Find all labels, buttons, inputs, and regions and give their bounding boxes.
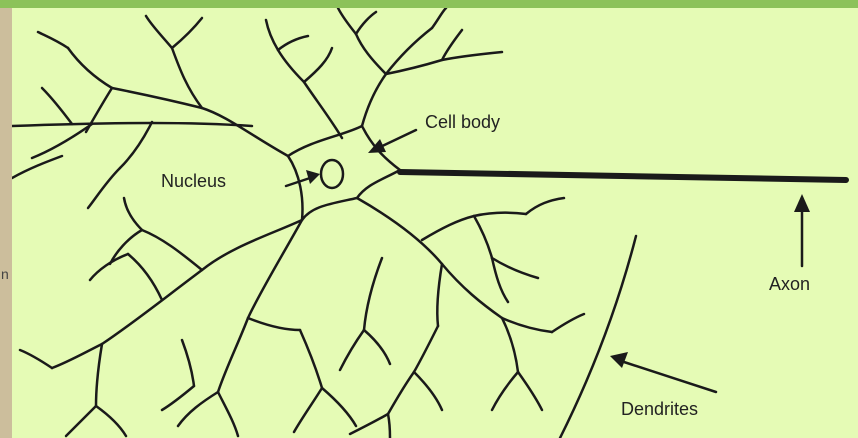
label-dendrites: Dendrites (621, 399, 698, 420)
left-side-panel: n (0, 8, 12, 438)
label-nucleus: Nucleus (161, 171, 226, 192)
nucleus-arrowhead (306, 170, 320, 184)
axon-line (400, 172, 846, 180)
label-arrows (286, 130, 810, 392)
neuron-diagram: Cell body Nucleus Axon Dendrites (12, 8, 858, 438)
dendrites-arrow (624, 362, 716, 392)
side-panel-text: n (1, 266, 12, 282)
label-axon: Axon (769, 274, 810, 295)
dendrite-branches (12, 8, 584, 438)
cell-body-arrow (378, 130, 416, 148)
dendrites-arrowhead (610, 352, 628, 368)
top-accent-band (0, 0, 858, 8)
nucleus-circle (321, 160, 343, 188)
label-cell-body: Cell body (425, 112, 500, 133)
neuron-drawing (12, 8, 858, 438)
axon-arrowhead (794, 194, 810, 212)
